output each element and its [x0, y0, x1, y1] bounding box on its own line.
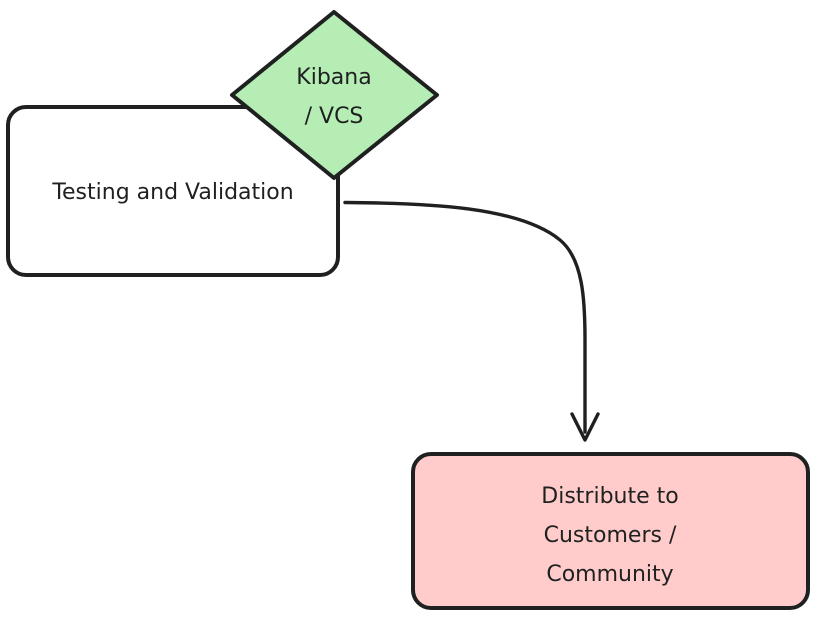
node-kibana-vcs[interactable]: Kibana / VCS	[230, 10, 439, 180]
node-kibana-label-line1: Kibana	[296, 65, 371, 90]
node-distribute-label-line2: Customers /	[544, 523, 677, 548]
node-testing-label: Testing and Validation	[51, 180, 293, 205]
node-distribute-label-line3: Community	[546, 562, 673, 587]
node-testing-shape	[6, 105, 340, 277]
edge-path	[343, 200, 587, 434]
node-distribute-shape	[411, 452, 810, 610]
node-kibana-label-line2: / VCS	[305, 104, 364, 129]
edge-testing-to-distribute	[343, 200, 600, 442]
node-distribute-label-line1: Distribute to	[541, 484, 678, 509]
node-kibana-shape	[230, 10, 439, 180]
node-testing-and-validation[interactable]: Testing and Validation	[6, 105, 340, 277]
node-distribute-to-customers[interactable]: Distribute to Customers / Community	[411, 452, 810, 610]
arrowhead-icon	[570, 412, 600, 442]
